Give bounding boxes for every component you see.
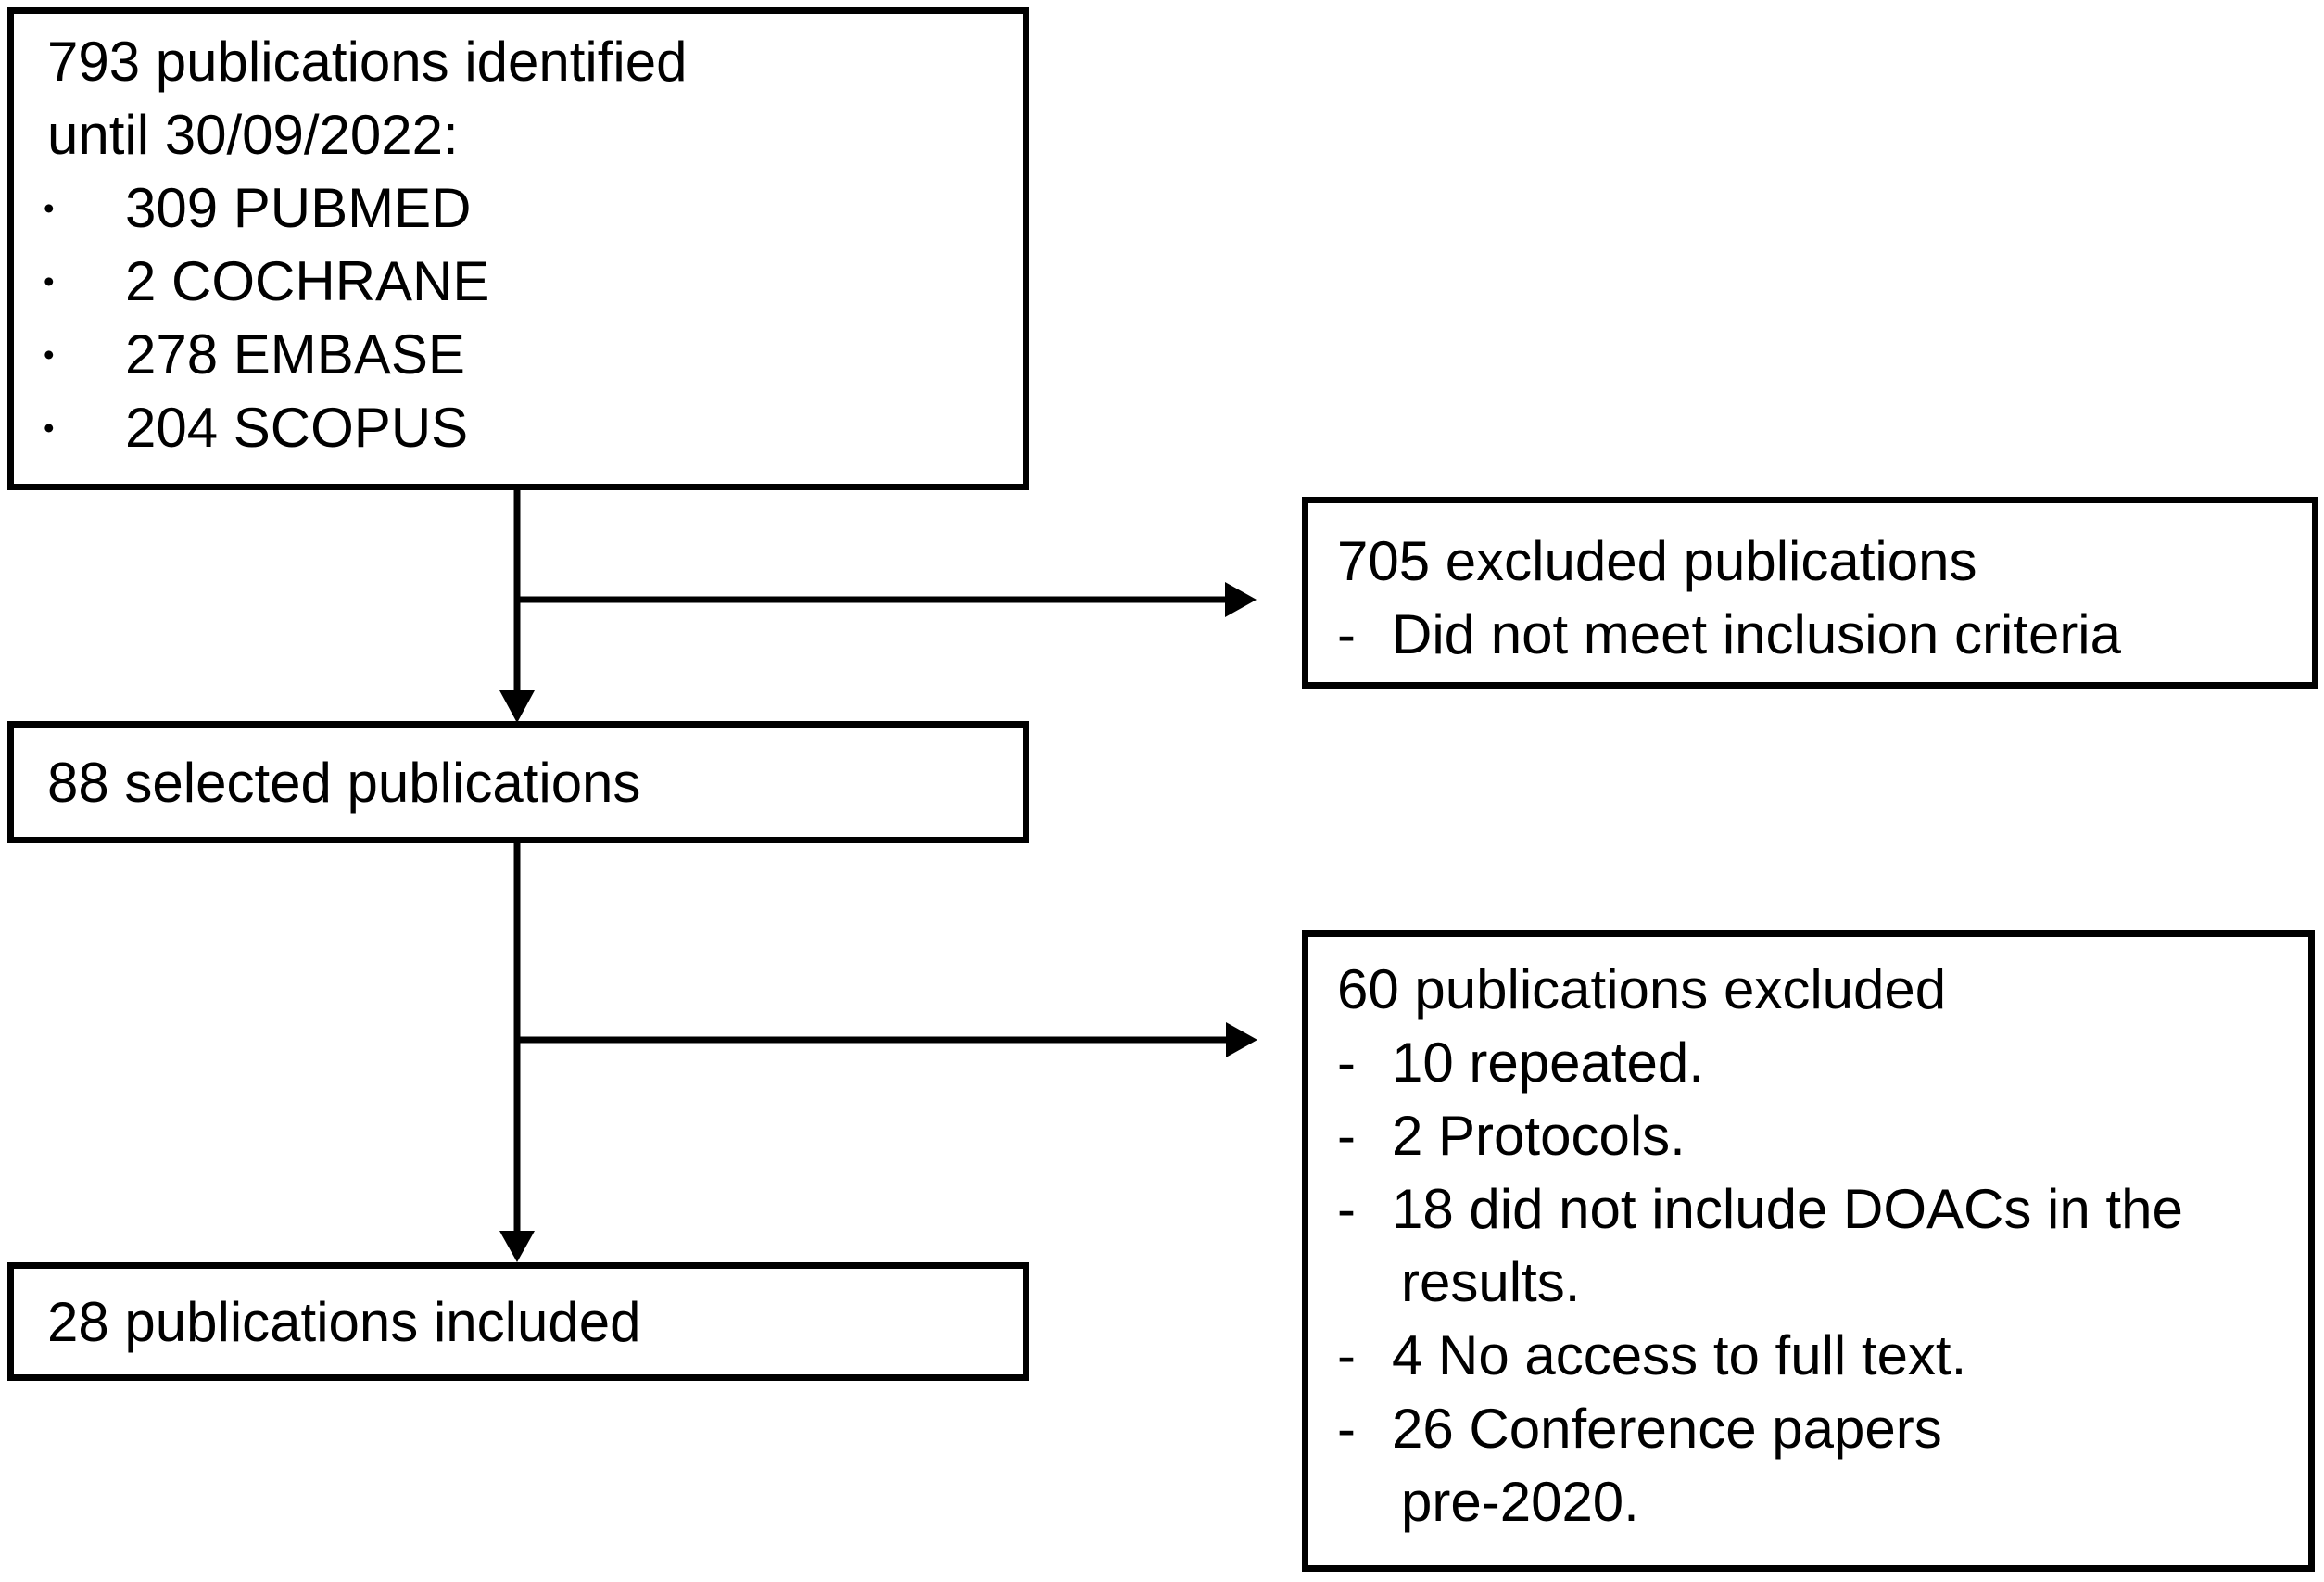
excluded-first-reason-list: Did not meet inclusion criteria — [1337, 598, 2293, 671]
arrow-to-excluded-first — [517, 582, 1257, 617]
source-item-scopus: 204 SCOPUS — [44, 391, 1004, 464]
box-identified-publications: 793 publications identified until 30/09/… — [7, 7, 1029, 490]
excluded-second-reason-list: 10 repeated. 2 Protocols. 18 did not inc… — [1337, 1026, 2290, 1538]
source-item-embase: 278 EMBASE — [44, 318, 1004, 391]
arrow-selected-to-included — [499, 843, 535, 1262]
identified-line-1: 793 publications identified — [47, 31, 688, 93]
reason-item: Did not meet inclusion criteria — [1337, 598, 2293, 671]
box-selected-publications: 88 selected publications — [7, 721, 1029, 843]
excluded-first-title: 705 excluded publications — [1337, 530, 1977, 592]
arrow-to-excluded-second — [517, 1022, 1257, 1057]
identified-line-2: until 30/09/2022: — [47, 104, 459, 166]
reason-line: 4 No access to full text. — [1392, 1324, 1967, 1386]
identified-source-list: 309 PUBMED 2 COCHRANE 278 EMBASE 204 SCO… — [44, 171, 1004, 464]
source-item-cochrane: 2 COCHRANE — [44, 245, 1004, 318]
box-excluded-first-screen: 705 excluded publications Did not meet i… — [1302, 497, 2318, 689]
reason-item-conference-papers: 26 Conference papers pre-2020. — [1337, 1392, 2290, 1538]
reason-item-no-full-text: 4 No access to full text. — [1337, 1319, 2290, 1392]
reason-item-repeated: 10 repeated. — [1337, 1026, 2290, 1099]
reason-line: 10 repeated. — [1392, 1031, 1704, 1094]
included-label: 28 publications included — [47, 1290, 641, 1353]
excluded-second-title: 60 publications excluded — [1337, 958, 1947, 1020]
box-excluded-second-screen: 60 publications excluded 10 repeated. 2 … — [1302, 930, 2315, 1572]
selected-label: 88 selected publications — [47, 751, 641, 814]
reason-line: Did not meet inclusion criteria — [1392, 603, 2122, 665]
reason-line: 2 Protocols. — [1392, 1105, 1686, 1167]
source-item-pubmed: 309 PUBMED — [44, 171, 1004, 245]
reason-item-no-doacs: 18 did not include DOACs in the results. — [1337, 1172, 2290, 1319]
reason-line-continuation: results. — [1401, 1251, 1581, 1313]
arrow-identified-to-selected — [499, 490, 535, 723]
reason-line-continuation: pre-2020. — [1401, 1471, 1639, 1533]
box-included-publications: 28 publications included — [7, 1262, 1029, 1381]
reason-line: 18 did not include DOACs in the — [1392, 1178, 2183, 1240]
reason-line: 26 Conference papers — [1392, 1398, 1942, 1460]
reason-item-protocols: 2 Protocols. — [1337, 1099, 2290, 1172]
